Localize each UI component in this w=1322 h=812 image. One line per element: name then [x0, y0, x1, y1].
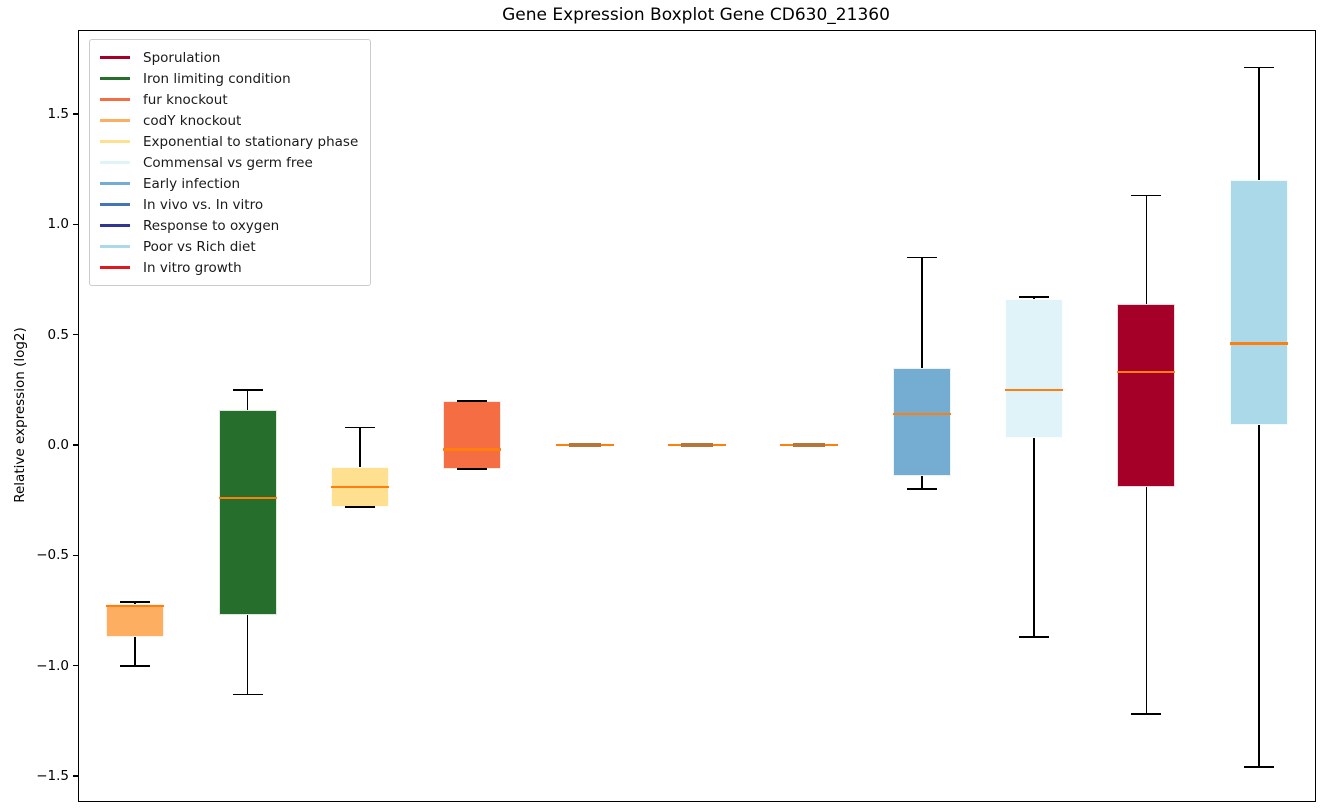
legend-label: In vivo vs. In vitro: [143, 196, 264, 213]
legend-color-swatch: [100, 161, 130, 164]
legend-label: codY knockout: [143, 112, 242, 129]
y-axis-label: Relative expression (log2): [12, 327, 28, 503]
legend-item: Commensal vs germ free: [100, 152, 358, 173]
y-tick-label: 1.0: [47, 216, 69, 233]
boxplot-whisker-lower: [1145, 486, 1148, 715]
y-tick-mark: [73, 775, 79, 777]
y-tick-mark: [73, 665, 79, 667]
boxplot-median: [892, 412, 951, 416]
legend-item: Iron limiting condition: [100, 68, 358, 89]
legend-label: In vitro growth: [143, 259, 242, 276]
legend-item: Early infection: [100, 173, 358, 194]
legend-item: Poor vs Rich diet: [100, 236, 358, 257]
legend-item: codY knockout: [100, 110, 358, 131]
legend-color-swatch: [100, 98, 130, 101]
boxplot-median: [443, 448, 502, 451]
boxplot-box: [892, 367, 951, 476]
boxplot-cap-lower: [344, 506, 375, 508]
boxplot-whisker-upper: [1033, 297, 1035, 300]
y-tick-label: −0.5: [36, 547, 69, 564]
legend-label: Poor vs Rich diet: [143, 238, 256, 255]
legend-color-swatch: [100, 224, 130, 227]
boxplot-whisker-upper: [246, 389, 249, 410]
boxplot-cap-lower: [1131, 713, 1162, 716]
boxplot-box: [793, 443, 826, 448]
legend-item: Sporulation: [100, 47, 358, 68]
boxplot-box: [1117, 303, 1176, 487]
boxplot-median: [1005, 388, 1064, 392]
boxplot-box: [106, 603, 165, 637]
boxplot-box: [443, 400, 502, 470]
legend-color-swatch: [100, 245, 130, 248]
legend-color-swatch: [100, 266, 130, 269]
legend-label: fur knockout: [143, 91, 228, 108]
boxplot-cap-upper: [457, 400, 488, 402]
y-tick-label: 0.5: [47, 326, 69, 343]
boxplot-median: [218, 496, 277, 500]
y-tick-label: −1.5: [36, 768, 69, 785]
legend-color-swatch: [100, 77, 130, 80]
y-tick-label: −1.0: [36, 657, 69, 674]
boxplot-cap-lower: [120, 664, 151, 667]
legend-color-swatch: [100, 203, 130, 206]
legend-item: Exponential to stationary phase: [100, 131, 358, 152]
boxplot-cap-lower: [232, 693, 263, 696]
y-tick-label: 0.0: [47, 437, 69, 454]
boxplot-median: [330, 485, 389, 489]
boxplot-whisker-upper: [359, 427, 361, 468]
boxplot-cap-upper: [1243, 66, 1274, 69]
chart-title: Gene Expression Boxplot Gene CD630_21360: [502, 5, 890, 25]
legend-item: In vivo vs. In vitro: [100, 194, 358, 215]
boxplot-cap-lower: [457, 468, 488, 471]
boxplot-whisker-lower: [246, 614, 249, 695]
boxplot-median: [106, 604, 165, 608]
y-tick-mark: [73, 113, 79, 115]
boxplot-cap-lower: [1019, 636, 1050, 638]
boxplot-whisker-lower: [134, 637, 136, 666]
legend-color-swatch: [100, 119, 130, 122]
boxplot-median: [1117, 370, 1176, 374]
boxplot-whisker-upper: [1258, 67, 1260, 181]
boxplot-whisker-upper: [920, 257, 923, 368]
boxplot-whisker-lower: [1033, 438, 1035, 637]
legend-label: Response to oxygen: [143, 217, 280, 234]
y-tick-label: 1.5: [47, 105, 69, 122]
boxplot-cap-lower: [906, 488, 937, 490]
legend-color-swatch: [100, 182, 130, 185]
boxplot-cap-upper: [344, 426, 375, 429]
boxplot-cap-lower: [1243, 766, 1274, 769]
y-tick-mark: [73, 444, 79, 446]
boxplot-whisker-lower: [1258, 425, 1260, 768]
boxplot-cap-upper: [1019, 296, 1050, 298]
boxplot-cap-upper: [232, 389, 263, 391]
legend-item: fur knockout: [100, 89, 358, 110]
boxplot-box: [681, 443, 713, 448]
boxplot-box: [1229, 180, 1288, 426]
boxplot-median: [1229, 342, 1288, 345]
boxplot-box: [218, 409, 277, 615]
legend-label: Sporulation: [143, 49, 221, 66]
y-tick-mark: [73, 334, 79, 336]
y-tick-mark: [73, 223, 79, 225]
legend-label: Early infection: [143, 175, 241, 192]
legend-item: In vitro growth: [100, 257, 358, 278]
legend-label: Commensal vs germ free: [143, 154, 313, 171]
boxplot-box: [1005, 299, 1064, 439]
legend-item: Response to oxygen: [100, 215, 358, 236]
boxplot-whisker-upper: [1145, 195, 1148, 304]
boxplot-cap-upper: [906, 256, 937, 259]
boxplot-whisker-upper: [134, 601, 136, 604]
legend-label: Iron limiting condition: [143, 70, 291, 87]
boxplot-whisker-lower: [920, 475, 923, 490]
y-tick-mark: [73, 554, 79, 556]
boxplot-box: [568, 443, 601, 448]
legend-label: Exponential to stationary phase: [143, 133, 359, 150]
boxplot-cap-upper: [1131, 194, 1162, 197]
legend-color-swatch: [100, 56, 130, 59]
boxplot-cap-upper: [120, 600, 151, 603]
legend-color-swatch: [100, 140, 130, 143]
